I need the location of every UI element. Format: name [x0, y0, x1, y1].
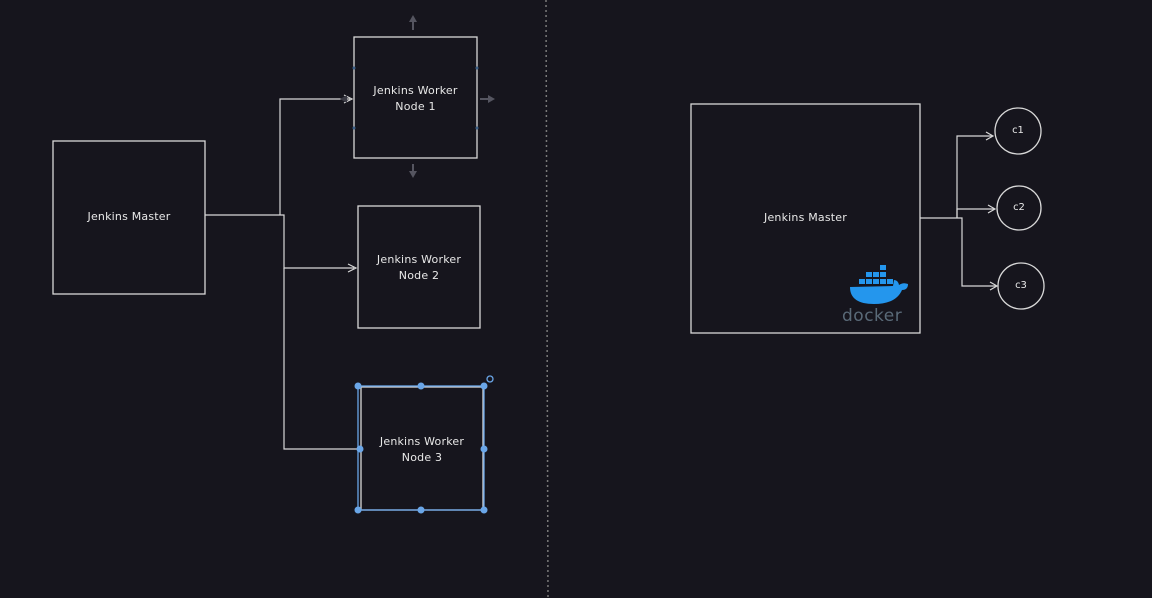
move-right-handle [488, 95, 495, 103]
worker1-label-line1: Jenkins Worker [373, 84, 458, 97]
master-label-left: Jenkins Master [87, 210, 171, 223]
connector-to-c3 [957, 217, 996, 287]
master-label-right: Jenkins Master [764, 211, 847, 224]
worker3-label-line2: Node 3 [401, 451, 443, 464]
master-box-left[interactable] [52, 140, 206, 295]
resize-handle-bl [354, 506, 362, 514]
container-c2-circle[interactable] [996, 185, 1042, 231]
connector-to-worker2 [280, 214, 354, 269]
arrowhead-worker2 [347, 263, 358, 273]
resize-handle-br [480, 506, 488, 514]
container-c3-circle[interactable] [997, 262, 1045, 310]
resize-handle-tr [480, 382, 488, 390]
resize-handle-ml [356, 445, 364, 453]
worker2-box[interactable] [357, 205, 481, 329]
selection-frame[interactable] [354, 375, 494, 514]
resize-handle-mr [480, 445, 488, 453]
docker-whale-icon [850, 265, 908, 304]
container-c1-label: c1 [1012, 125, 1024, 136]
worker3-label: Jenkins Worker Node 3 [361, 434, 483, 466]
worker1-anchor-dots [352, 66, 479, 130]
worker1-label-line2: Node 1 [395, 100, 436, 113]
arrowhead-c2 [987, 204, 997, 214]
resize-handle-tm [417, 382, 425, 390]
worker1-box[interactable] [353, 36, 478, 159]
docker-logo-text: docker [842, 306, 903, 326]
right-connectors [920, 131, 999, 291]
container-c3-label: c3 [1015, 280, 1027, 291]
resize-handle-tl [354, 382, 362, 390]
worker3-label-line1: Jenkins Worker [379, 435, 465, 448]
connector-to-worker3 [283, 268, 358, 450]
worker1-label: Jenkins Worker Node 1 [354, 83, 477, 115]
worker2-label-line1: Jenkins Worker [376, 253, 462, 266]
resize-handle-bm [417, 506, 425, 514]
connector-to-c2 [956, 208, 994, 218]
divider-line [545, 0, 549, 598]
container-c2-label: c2 [1013, 202, 1025, 213]
container-c1-circle[interactable] [994, 107, 1042, 155]
rotate-handle [486, 375, 494, 383]
connector-to-c1 [956, 135, 992, 218]
worker2-label-line2: Node 2 [398, 269, 440, 282]
left-connectors [205, 98, 358, 450]
move-up-handle [409, 15, 417, 22]
arrowhead-c3 [989, 281, 999, 291]
move-down-handle [409, 171, 417, 178]
worker2-label: Jenkins Worker Node 2 [358, 252, 480, 284]
arrowhead-c1 [985, 131, 995, 141]
move-handles[interactable] [340, 15, 495, 178]
move-left-handle [340, 95, 347, 103]
connector-to-worker1 [279, 98, 350, 215]
